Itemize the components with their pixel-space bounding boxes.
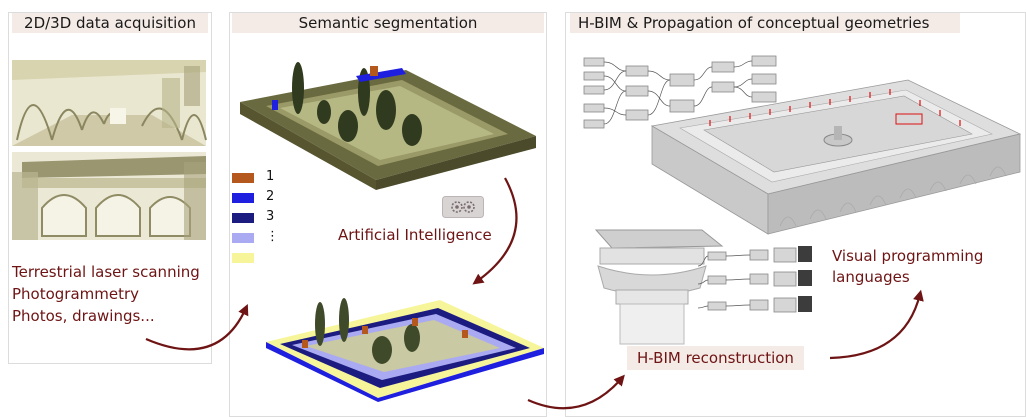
legend-label: 3 — [266, 209, 275, 224]
legend-swatch — [232, 173, 254, 183]
segmentation-title: Semantic segmentation — [232, 13, 544, 33]
point-cloud-model — [240, 62, 536, 190]
hbim-cloister-model — [650, 79, 1022, 235]
legend-label: 2 — [266, 189, 275, 204]
arrow-acquisition-to-segmentation — [145, 303, 249, 351]
column-capital-model — [594, 229, 724, 345]
capital-node-graph — [697, 246, 812, 313]
segmented-model — [266, 298, 544, 402]
arrow-reconstruction-to-vpl — [829, 289, 924, 360]
method-tls: Terrestrial laser scanning — [12, 263, 200, 281]
legend-swatch — [232, 253, 254, 263]
arcade-photo — [12, 152, 206, 240]
acquisition-title: 2D/3D data acquisition — [12, 13, 208, 33]
method-photos-drawings: Photos, drawings... — [12, 307, 155, 325]
reconstruction-label: H-BIM reconstruction — [627, 346, 804, 370]
method-photogrammetry: Photogrammetry — [12, 285, 140, 303]
gears-icon — [442, 196, 484, 218]
corridor-photo — [12, 60, 207, 146]
ai-label: Artificial Intelligence — [338, 226, 492, 244]
legend-label: ⋮ — [266, 229, 279, 244]
legend-label: 1 — [266, 169, 275, 184]
legend-swatch — [232, 193, 254, 203]
hbim-title: H-BIM & Propagation of conceptual geomet… — [570, 13, 960, 33]
arrow-segmented-to-reconstruction — [527, 374, 625, 410]
visual-programming-graph — [583, 55, 777, 129]
legend-swatch — [232, 213, 254, 223]
vpl-label: Visual programming languages — [832, 247, 984, 286]
arrow-ai-to-segmented — [472, 177, 518, 285]
legend-swatch — [232, 233, 254, 243]
